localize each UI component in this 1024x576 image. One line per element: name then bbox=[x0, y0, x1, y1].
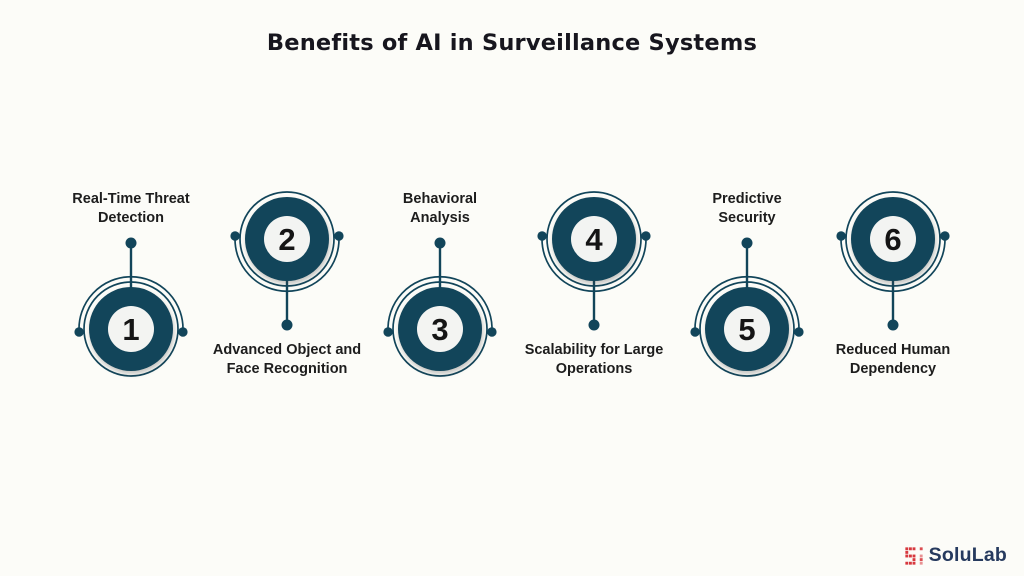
side-dot-left bbox=[74, 327, 84, 337]
outer-arc bbox=[840, 235, 946, 292]
side-dot-right bbox=[334, 231, 344, 241]
badge-number: 1 bbox=[122, 312, 139, 347]
badge-number: 3 bbox=[431, 312, 448, 347]
benefit-badge: 3 bbox=[383, 237, 497, 377]
side-dot-right bbox=[178, 327, 188, 337]
side-dot-left bbox=[383, 327, 393, 337]
badge-ring bbox=[546, 191, 642, 287]
badge-inner-circle bbox=[417, 306, 463, 352]
benefit-badge: 2 bbox=[230, 191, 344, 331]
connector-dot bbox=[588, 319, 600, 331]
solulab-logo-text: SoluLab bbox=[928, 544, 1007, 566]
badge-number: 5 bbox=[738, 312, 755, 347]
connector-dot bbox=[281, 319, 293, 331]
benefit-badge: 5 bbox=[690, 237, 804, 377]
side-dot-left bbox=[230, 231, 240, 241]
badge-number: 2 bbox=[278, 222, 295, 257]
side-dot-right bbox=[794, 327, 804, 337]
badge-inner-circle bbox=[724, 306, 770, 352]
badge-ring bbox=[699, 281, 795, 377]
badge-number: 6 bbox=[884, 222, 901, 257]
side-dot-left bbox=[537, 231, 547, 241]
badge-ring bbox=[392, 281, 488, 377]
benefit-badge: 4 bbox=[537, 191, 651, 331]
outer-arc bbox=[78, 276, 184, 333]
side-dot-left bbox=[690, 327, 700, 337]
badge-ring bbox=[83, 281, 179, 377]
side-dot-right bbox=[641, 231, 651, 241]
benefit-badge: 1 bbox=[74, 237, 188, 377]
solulab-logo-icon bbox=[905, 546, 923, 565]
outer-arc bbox=[694, 276, 800, 333]
badge-inner-circle bbox=[108, 306, 154, 352]
outer-arc bbox=[541, 235, 647, 292]
page-title: Benefits of AI in Surveillance Systems bbox=[266, 30, 758, 56]
outer-arc bbox=[234, 235, 340, 292]
side-dot-right bbox=[940, 231, 950, 241]
badge-ring bbox=[845, 191, 941, 287]
benefit-badge: 6 bbox=[836, 191, 950, 331]
badge-inner-circle bbox=[571, 216, 617, 262]
connector-dot bbox=[887, 319, 899, 331]
side-dot-right bbox=[487, 327, 497, 337]
badge-inner-circle bbox=[264, 216, 310, 262]
badge-ring bbox=[239, 191, 335, 287]
side-dot-left bbox=[836, 231, 846, 241]
outer-arc bbox=[387, 276, 493, 333]
solulab-logo: SoluLab bbox=[905, 544, 1007, 567]
badge-inner-circle bbox=[870, 216, 916, 262]
badge-number: 4 bbox=[585, 222, 603, 257]
